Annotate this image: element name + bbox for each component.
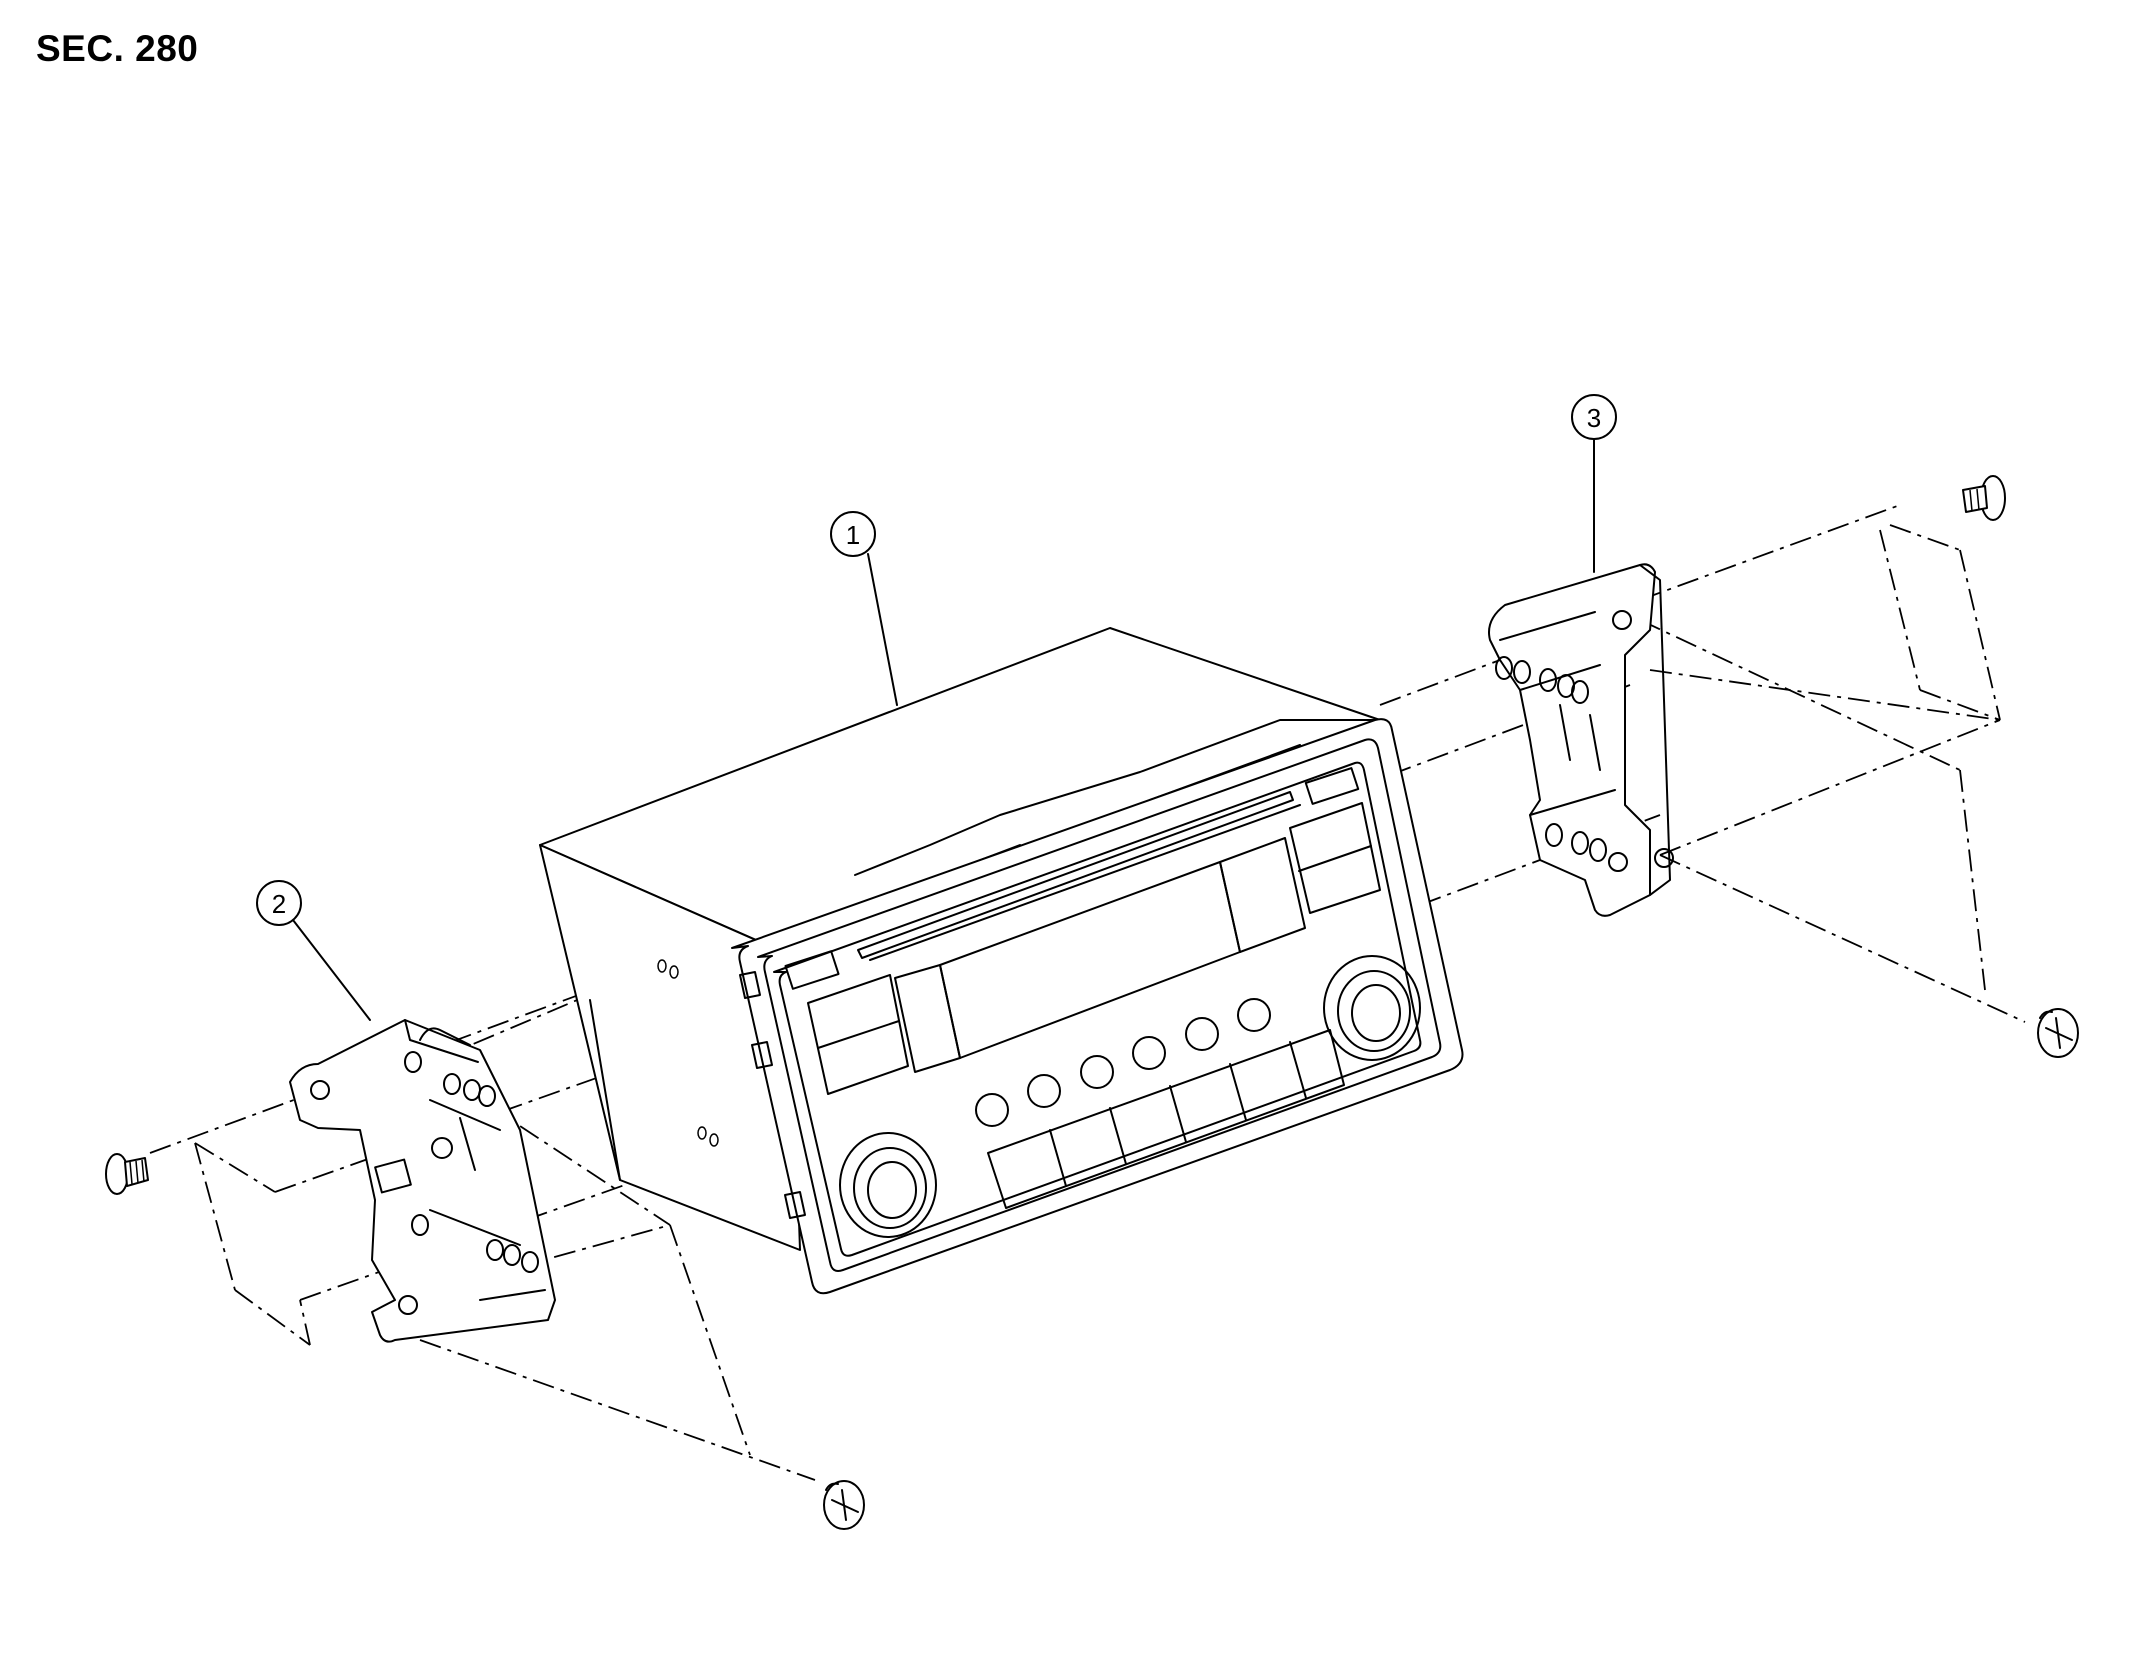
callout-1-label: 1 [846,520,860,550]
callout-3-label: 3 [1587,403,1601,433]
screw-right-upper [1962,475,2006,521]
left-bracket [289,1019,556,1343]
right-bracket [1488,563,1674,917]
screw-left-lower [823,1480,865,1530]
callout-2: 2 [256,880,371,1021]
screw-left-upper [105,1153,149,1195]
callout-2-label: 2 [272,889,286,919]
callout-3: 3 [1571,394,1617,573]
callout-1: 1 [830,511,898,706]
section-label: SEC. 280 [36,28,199,69]
audio-unit [539,627,1464,1295]
screw-right-lower [2037,1008,2079,1058]
